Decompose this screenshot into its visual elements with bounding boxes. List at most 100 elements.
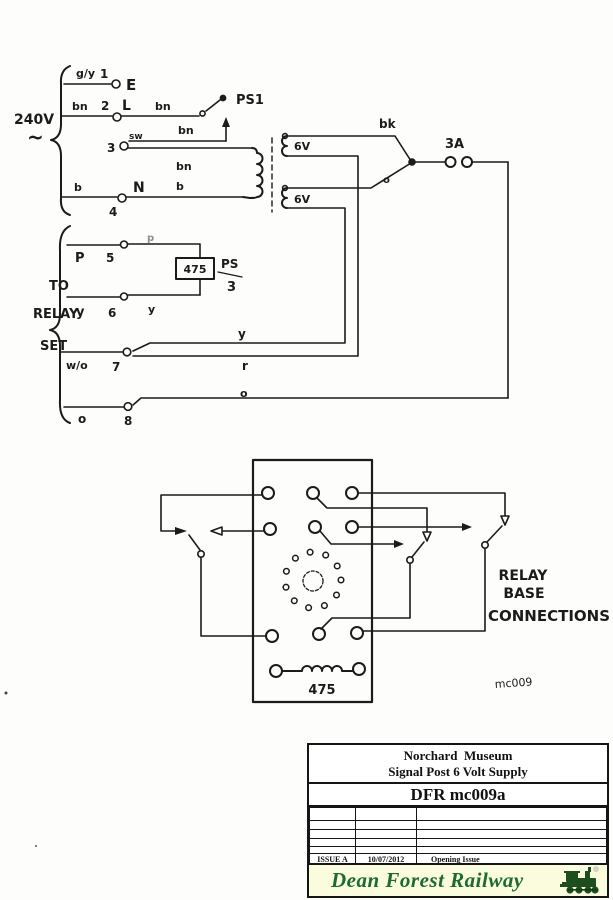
- wire-label-b-in: b: [74, 181, 82, 194]
- wire-label-o8: o: [78, 412, 86, 426]
- organisation-name: Norchard Museum: [403, 748, 513, 763]
- revision-table: ISSUE A 10/07/2012 Opening Issue: [309, 807, 607, 866]
- secondary-upper-6v-label: 6V: [294, 140, 311, 153]
- terminal-1-earth: [63, 79, 121, 89]
- railway-name: Dean Forest Railway: [331, 868, 524, 892]
- wire-label-bn-out: bn: [155, 100, 171, 113]
- terminal-8: [63, 401, 133, 412]
- terminal-3-number: 3: [107, 141, 115, 155]
- wire-label-gy: g/y: [76, 67, 95, 80]
- revision-description: [416, 829, 607, 839]
- relay-set-label-relay: RELAY: [33, 307, 79, 322]
- coil-name-ps: PS: [221, 257, 238, 271]
- relay-coil-box-ps3: [175, 257, 243, 296]
- railway-banner: Dean Forest Railway: [309, 863, 607, 896]
- revision-issue: [309, 829, 356, 839]
- revision-date: [355, 829, 417, 839]
- revision-row: [309, 820, 607, 830]
- revision-issue: [309, 846, 356, 854]
- relay-base-caption-2: BASE: [503, 586, 544, 602]
- relay-socket-pin-ring: [282, 548, 345, 612]
- relay-base-coil-value: 475: [308, 683, 335, 698]
- revision-row: [309, 838, 607, 847]
- relay-base-outline: [251, 458, 374, 704]
- fuse-icon: [414, 156, 509, 168]
- revision-date: [355, 807, 417, 821]
- wire-label-P: P: [75, 251, 85, 266]
- relay-contact-left: [160, 494, 267, 637]
- relay-contact-outer-right: [357, 492, 510, 632]
- title-block: Norchard Museum Signal Post 6 Volt Suppl…: [307, 743, 609, 898]
- revision-date: [355, 846, 417, 854]
- mains-brace: [50, 65, 71, 216]
- wire-label-b-out: b: [176, 180, 184, 193]
- circuit-schematic: 240V ~ g/y 1 E bn 2 L bn PS1 sw bn 3 bn …: [4, 65, 610, 704]
- scan-speck: [35, 845, 37, 847]
- wire-label-y6: y: [76, 305, 85, 320]
- title-block-header: Norchard Museum Signal Post 6 Volt Suppl…: [309, 745, 607, 784]
- wire-label-p-faint: p: [147, 233, 154, 244]
- revision-description: [416, 820, 607, 830]
- revision-row: [309, 829, 607, 839]
- terminal-5: [66, 240, 201, 259]
- terminal-5-number: 5: [106, 251, 114, 265]
- revision-description: [416, 838, 607, 847]
- terminal-4-number: 4: [109, 205, 117, 219]
- terminal-6: [66, 292, 201, 301]
- revision-issue: [309, 838, 356, 847]
- mains-voltage-label: 240V: [14, 112, 54, 128]
- revision-row: [309, 846, 607, 854]
- wire-label-bk: bk: [379, 117, 397, 131]
- relay-contact-inner-right: [316, 497, 432, 630]
- revision-description: [416, 846, 607, 854]
- locomotive-icon: [560, 866, 599, 894]
- wire-label-y6-out: y: [148, 303, 155, 316]
- relay-set-label-to: TO: [49, 279, 69, 294]
- coil-value-475: 475: [184, 263, 207, 276]
- drawing-title: Signal Post 6 Volt Supply: [388, 764, 528, 779]
- relay-base-caption-1: RELAY: [499, 568, 549, 584]
- revision-description: [416, 807, 607, 821]
- fuse-rating-label: 3A: [445, 137, 464, 152]
- secondary-wiring: [132, 135, 416, 357]
- wire-label-o8-out: o: [240, 387, 248, 400]
- revision-row: ISSUE A 10/07/2012 Opening Issue: [309, 853, 607, 866]
- terminal-1-number: 1: [100, 67, 108, 81]
- revision-issue: [309, 807, 356, 821]
- relay-set-label-set: SET: [40, 339, 67, 354]
- drawing-signature: mc009: [494, 675, 533, 691]
- revision-issue: [309, 820, 356, 830]
- terminal-8-number: 8: [124, 414, 132, 428]
- output-wiring: [132, 161, 509, 406]
- terminal-2-number: 2: [101, 99, 109, 113]
- terminal-4-neutral: [60, 193, 244, 203]
- coil-name-3: 3: [227, 280, 236, 295]
- transformer-icon: [242, 132, 289, 213]
- relay-base-coil-icon: [281, 665, 354, 672]
- terminal-3-tag-sw: sw: [129, 132, 143, 142]
- scan-speck: [4, 691, 8, 695]
- wire-label-bn-tx: bn: [176, 160, 192, 173]
- ac-symbol: ~: [27, 125, 44, 149]
- wire-label-wo: w/o: [66, 359, 88, 372]
- terminal-3-switched: [119, 140, 253, 151]
- switch-ps1-icon: [199, 94, 230, 142]
- secondary-lower-6v-label: 6V: [294, 193, 311, 206]
- terminal-7-number: 7: [112, 360, 120, 374]
- wire-label-o-secondary: o: [383, 175, 390, 186]
- terminal-E-label: E: [126, 76, 136, 94]
- revision-row: [309, 807, 607, 821]
- relay-base-terminals: [261, 486, 366, 678]
- drawing-number: DFR mc009a: [309, 784, 607, 807]
- terminal-L-label: L: [122, 98, 131, 114]
- switch-ps1-label: PS1: [236, 93, 264, 108]
- terminal-6-number: 6: [108, 306, 116, 320]
- revision-date: [355, 820, 417, 830]
- wire-label-y7: y: [238, 327, 246, 341]
- revision-date: [355, 838, 417, 847]
- relay-base-caption-3: CONNECTIONS: [488, 607, 610, 625]
- terminal-2-live: [60, 112, 200, 122]
- wire-label-bn-return: bn: [178, 124, 194, 137]
- wire-label-bn-in: bn: [72, 100, 88, 113]
